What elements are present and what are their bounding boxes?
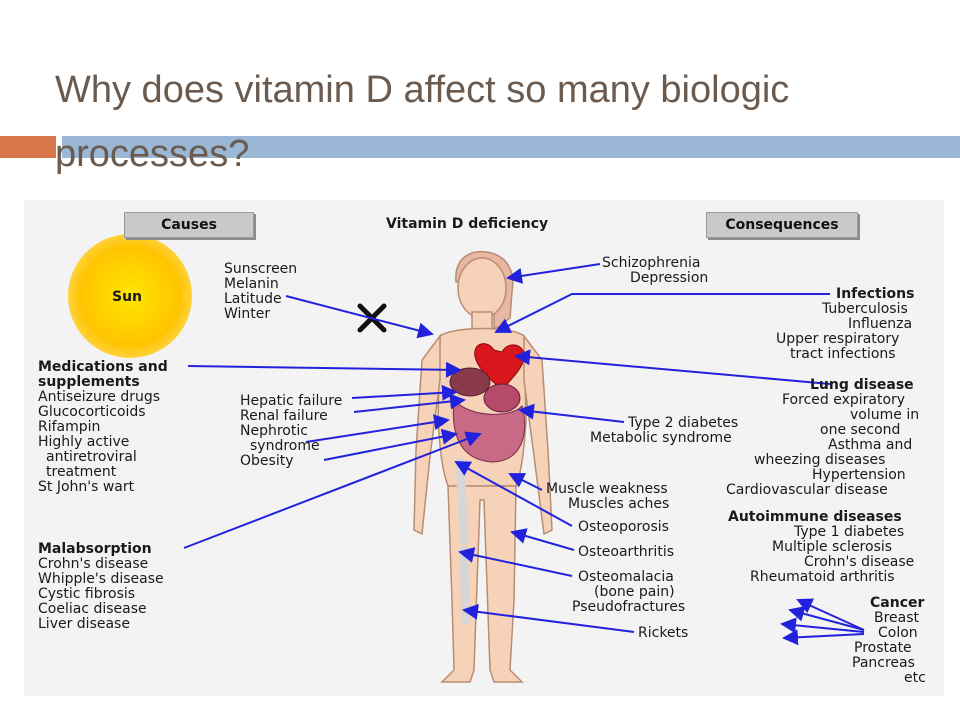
vitamin-d-diagram: Causes Vitamin D deficiency Consequences… <box>24 200 944 696</box>
consequence-pseudofractures: Pseudofractures <box>572 599 686 615</box>
arrows <box>183 263 865 646</box>
list-item: Renal failure <box>240 408 328 424</box>
list-item: Sunscreen <box>224 261 298 277</box>
list-item: Pancreas <box>852 655 915 671</box>
list-item: St John's wart <box>38 479 135 495</box>
list-item: Glucocorticoids <box>38 404 146 420</box>
sun-icon <box>68 234 192 358</box>
list-item: Coeliac disease <box>38 601 147 617</box>
consequence-type2-diabetes: Type 2 diabetes <box>628 415 739 431</box>
autoimmune-title: Autoimmune diseases <box>728 509 902 525</box>
list-item: Colon <box>878 625 918 641</box>
consequence-muscle-weakness: Muscle weakness <box>546 481 668 497</box>
list-item: Crohn's disease <box>38 556 149 572</box>
list-item: Forced expiratory <box>782 392 906 408</box>
leg-bone-icon <box>455 457 471 625</box>
intestines-icon <box>452 398 526 463</box>
list-item: syndrome <box>250 438 320 454</box>
list-item: etc <box>904 670 926 686</box>
liver-icon <box>449 367 491 397</box>
slide-title: Why does vitamin D affect so many biolog… <box>55 69 790 175</box>
list-item: Hypertension <box>812 467 906 483</box>
list-item: Hepatic failure <box>240 393 343 409</box>
list-item: Rifampin <box>38 419 101 435</box>
list-item: Latitude <box>224 291 282 307</box>
list-item: Rheumatoid arthritis <box>750 569 895 585</box>
list-item: Influenza <box>848 316 913 332</box>
list-item: volume in <box>850 407 920 423</box>
consequence-osteoporosis: Osteoporosis <box>578 519 669 535</box>
list-item: Obesity <box>240 453 294 469</box>
list-item: wheezing diseases <box>754 452 886 468</box>
human-body-figure <box>413 250 553 683</box>
list-item: Crohn's disease <box>804 554 915 570</box>
list-item: Cystic fibrosis <box>38 586 136 602</box>
list-item: antiretroviral <box>46 449 137 465</box>
list-item: Nephrotic <box>240 423 308 439</box>
list-item: Winter <box>224 306 271 322</box>
sun-label: Sun <box>112 289 143 305</box>
list-item: Cardiovascular disease <box>726 482 888 498</box>
cancer-title: Cancer <box>870 595 925 611</box>
list-item: Melanin <box>224 276 279 292</box>
list-item: Liver disease <box>38 616 130 632</box>
list-item: Whipple's disease <box>38 571 164 587</box>
list-item: Highly active <box>38 434 130 450</box>
consequence-bone-pain: (bone pain) <box>594 584 675 600</box>
consequence-osteoarthritis: Osteoarthritis <box>578 544 674 560</box>
malabsorption-title: Malabsorption <box>38 541 152 557</box>
consequence-muscle-aches: Muscles aches <box>568 496 670 512</box>
medications-title-2: supplements <box>38 374 140 390</box>
consequence-metabolic-syndrome: Metabolic syndrome <box>590 430 732 446</box>
list-item: Tuberculosis <box>822 301 908 317</box>
accent-bar-blue <box>62 136 960 158</box>
accent-bar-orange <box>0 136 56 158</box>
list-item: tract infections <box>790 346 896 362</box>
list-item: Antiseizure drugs <box>38 389 161 405</box>
consequence-depression: Depression <box>630 270 709 286</box>
list-item: Multiple sclerosis <box>772 539 893 555</box>
infections-title: Infections <box>836 286 915 302</box>
header-causes: Causes <box>124 212 254 238</box>
list-item: treatment <box>46 464 117 480</box>
list-item: one second <box>820 422 901 438</box>
header-consequences: Consequences <box>706 212 858 238</box>
consequence-schizophrenia: Schizophrenia <box>602 255 701 271</box>
list-item: Breast <box>874 610 920 626</box>
consequence-osteomalacia: Osteomalacia <box>578 569 674 585</box>
list-item: Asthma and <box>828 437 913 453</box>
stomach-icon <box>483 383 521 413</box>
list-item: Prostate <box>854 640 912 656</box>
consequence-rickets: Rickets <box>638 625 689 641</box>
list-item: Upper respiratory <box>776 331 900 347</box>
lung-disease-title: Lung disease <box>810 377 914 393</box>
medications-title: Medications and <box>38 359 168 375</box>
list-item: Type 1 diabetes <box>794 524 905 540</box>
header-vitamin-d-deficiency: Vitamin D deficiency <box>386 216 549 232</box>
diagram-graphics <box>68 234 865 683</box>
